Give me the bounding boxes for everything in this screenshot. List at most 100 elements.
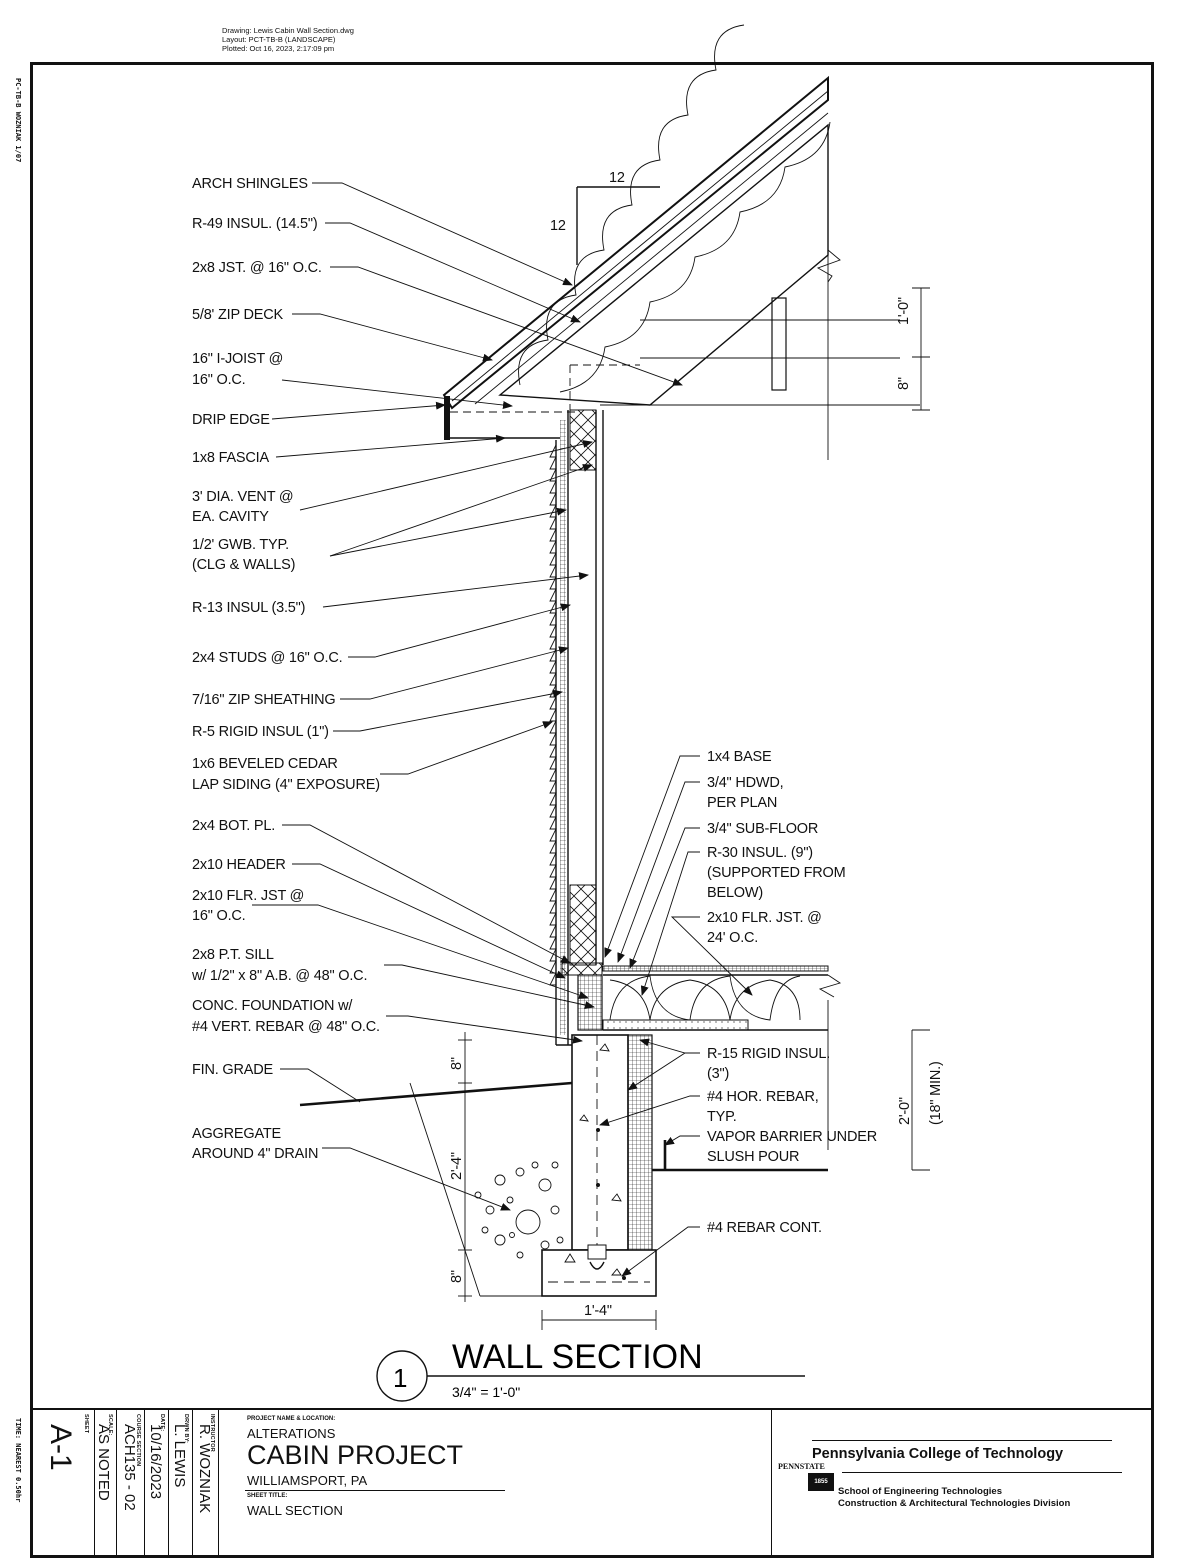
label-sill-2: w/ 1/2" x 8" A.B. @ 48" O.C.	[191, 968, 367, 984]
tb-project-label: PROJECT NAME & LOCATION:	[247, 1416, 336, 1422]
dim-1-4: 1'-4"	[584, 1303, 612, 1319]
label-r13: R-13 INSUL (3.5")	[192, 600, 305, 616]
left-leaders	[252, 182, 683, 1211]
aggregate	[474, 1161, 564, 1259]
label-found-2: #4 VERT. REBAR @ 48" O.C.	[192, 1019, 380, 1035]
label-ijoist-2: 16" O.C.	[192, 372, 246, 388]
tb-drawn-value: L. LEWIS	[171, 1424, 188, 1488]
label-hor-rebar-2: TYP.	[707, 1109, 737, 1125]
dim-8-top: 8"	[896, 377, 912, 390]
label-siding-1: 1x6 BEVELED CEDAR	[192, 756, 338, 772]
label-ijoist-1: 16" I-JOIST @	[192, 351, 283, 367]
detail-title-text: WALL SECTION	[452, 1338, 703, 1376]
label-header: 2x10 HEADER	[192, 857, 286, 873]
label-found-1: CONC. FOUNDATION w/	[192, 998, 353, 1014]
label-vapor-2: SLUSH POUR	[707, 1149, 799, 1165]
label-r30-1: R-30 INSUL. (9")	[707, 845, 813, 861]
label-sill-1: 2x8 P.T. SILL	[192, 947, 274, 963]
tb-project-name: CABIN PROJECT	[247, 1440, 464, 1470]
tb-drawn: DRWN BY: L. LEWIS	[169, 1410, 193, 1557]
tb-date-value: 10/16/2023	[147, 1424, 164, 1500]
label-studs: 2x4 STUDS @ 16" O.C.	[192, 650, 342, 666]
dim-18-min: (18" MIN.)	[928, 1061, 944, 1125]
tb-sheet-title: WALL SECTION	[247, 1503, 343, 1518]
dim-2-4: 2'-4"	[449, 1152, 465, 1180]
plot-date: Plotted: Oct 16, 2023, 2:17:09 pm	[222, 44, 335, 53]
left-callouts: ARCH SHINGLES R-49 INSUL. (14.5") 2x8 JS…	[191, 176, 380, 1162]
tb-date: DATE: 10/16/2023	[145, 1410, 169, 1557]
right-leaders	[599, 755, 753, 1277]
label-joist-2x8: 2x8 JST. @ 16" O.C.	[192, 260, 322, 276]
roof-assembly	[442, 24, 920, 460]
label-flr-jst-1: 2x10 FLR. JST @	[192, 888, 304, 904]
pennstate-seal-icon: 1855	[808, 1473, 834, 1491]
label-siding-2: LAP SIDING (4" EXPOSURE)	[192, 777, 380, 793]
tb-college-name: Pennsylvania College of Technology	[812, 1446, 1064, 1462]
tb-sheet-label: SHEET	[83, 1414, 89, 1434]
fascia-board	[444, 396, 450, 440]
tb-division: Construction & Architectural Technologie…	[838, 1498, 1071, 1509]
tb-project: PROJECT NAME & LOCATION: ALTERATIONS CAB…	[219, 1410, 772, 1557]
label-r15-1: R-15 RIGID INSUL.	[707, 1046, 830, 1062]
detail-scale: 3/4" = 1'-0"	[452, 1384, 520, 1400]
tb-course-value: ACH135 - 02	[121, 1424, 138, 1511]
tb-pennstate: PENNSTATE	[778, 1462, 825, 1471]
tb-sheet-title-label: SHEET TITLE:	[247, 1493, 288, 1499]
label-arch-shingles: ARCH SHINGLES	[192, 176, 308, 192]
label-zip-sheathing: 7/16" ZIP SHEATHING	[192, 692, 335, 708]
label-bot-pl: 2x4 BOT. PL.	[192, 818, 275, 834]
label-rebar-cont: #4 REBAR CONT.	[707, 1220, 822, 1236]
label-flr-jst24-2: 24' O.C.	[707, 930, 758, 946]
tb-course: COURSE SECTION ACH135 - 02	[117, 1410, 145, 1557]
label-fin-grade: FIN. GRADE	[192, 1062, 274, 1078]
tb-scale: SCALE: AS NOTED	[95, 1410, 117, 1557]
tb-sheet-number: A-1	[44, 1424, 77, 1471]
dim-2-0: 2'-0"	[897, 1097, 913, 1125]
detail-number: 1	[393, 1363, 407, 1393]
right-callouts: 1x4 BASE 3/4" HDWD, PER PLAN 3/4" SUB-FL…	[707, 749, 877, 1236]
label-hdwd-1: 3/4" HDWD,	[707, 775, 783, 791]
label-r5: R-5 RIGID INSUL (1")	[192, 724, 329, 740]
plot-layout: Layout: PCT-TB-B (LANDSCAPE)	[222, 35, 336, 44]
label-subfloor: 3/4" SUB-FLOOR	[707, 821, 818, 837]
tb-college: Pennsylvania College of Technology PENNS…	[772, 1410, 1151, 1557]
pitch-symbol: 12 12	[550, 170, 660, 265]
sheet-border	[30, 62, 1154, 1558]
tb-project-sub: ALTERATIONS	[247, 1426, 336, 1441]
dim-8-b: 8"	[449, 1270, 465, 1283]
plot-drawing: Drawing: Lewis Cabin Wall Section.dwg	[222, 26, 354, 35]
label-flr-jst24-1: 2x10 FLR. JST. @	[707, 910, 822, 926]
tb-instructor: INSTRUCTOR R. WOZNIAK	[193, 1410, 219, 1557]
wall-assembly	[549, 409, 604, 1045]
label-zip-deck: 5/8' ZIP DECK	[192, 307, 283, 323]
label-vent-1: 3' DIA. VENT @	[192, 489, 293, 505]
label-r49: R-49 INSUL. (14.5")	[192, 216, 317, 232]
label-hor-rebar-1: #4 HOR. REBAR,	[707, 1089, 819, 1105]
title-block: SHEET A-1 SCALE: AS NOTED COURSE SECTION…	[33, 1408, 1151, 1557]
label-aggr-1: AGGREGATE	[192, 1126, 282, 1142]
label-flr-jst-2: 16" O.C.	[192, 908, 246, 924]
foundation	[299, 1034, 828, 1297]
tb-school: School of Engineering Technologies	[838, 1486, 1002, 1497]
label-gwb-2: (CLG & WALLS)	[192, 557, 295, 573]
label-vent-2: EA. CAVITY	[192, 509, 269, 525]
label-r30-3: BELOW)	[707, 885, 763, 901]
dim-1-0: 1'-0"	[896, 297, 912, 325]
label-gwb-1: 1/2' GWB. TYP.	[192, 537, 289, 553]
detail-title: 1 WALL SECTION 3/4" = 1'-0"	[376, 1338, 805, 1402]
tb-scale-value: AS NOTED	[95, 1424, 112, 1501]
dim-8-a: 8"	[449, 1057, 465, 1070]
tb-project-location: WILLIAMSPORT, PA	[247, 1473, 368, 1488]
pitch-run: 12	[609, 170, 625, 186]
tb-instructor-value: R. WOZNIAK	[196, 1424, 213, 1514]
label-r15-2: (3")	[707, 1066, 729, 1082]
label-aggr-2: AROUND 4" DRAIN	[192, 1146, 318, 1162]
label-vapor-1: VAPOR BARRIER UNDER	[707, 1129, 877, 1145]
dimensions	[458, 287, 930, 1330]
label-base: 1x4 BASE	[707, 749, 772, 765]
tb-sheet: SHEET A-1	[33, 1410, 95, 1557]
label-r30-2: (SUPPORTED FROM	[707, 865, 846, 881]
label-drip-edge: DRIP EDGE	[192, 412, 270, 428]
pitch-rise: 12	[550, 218, 566, 234]
